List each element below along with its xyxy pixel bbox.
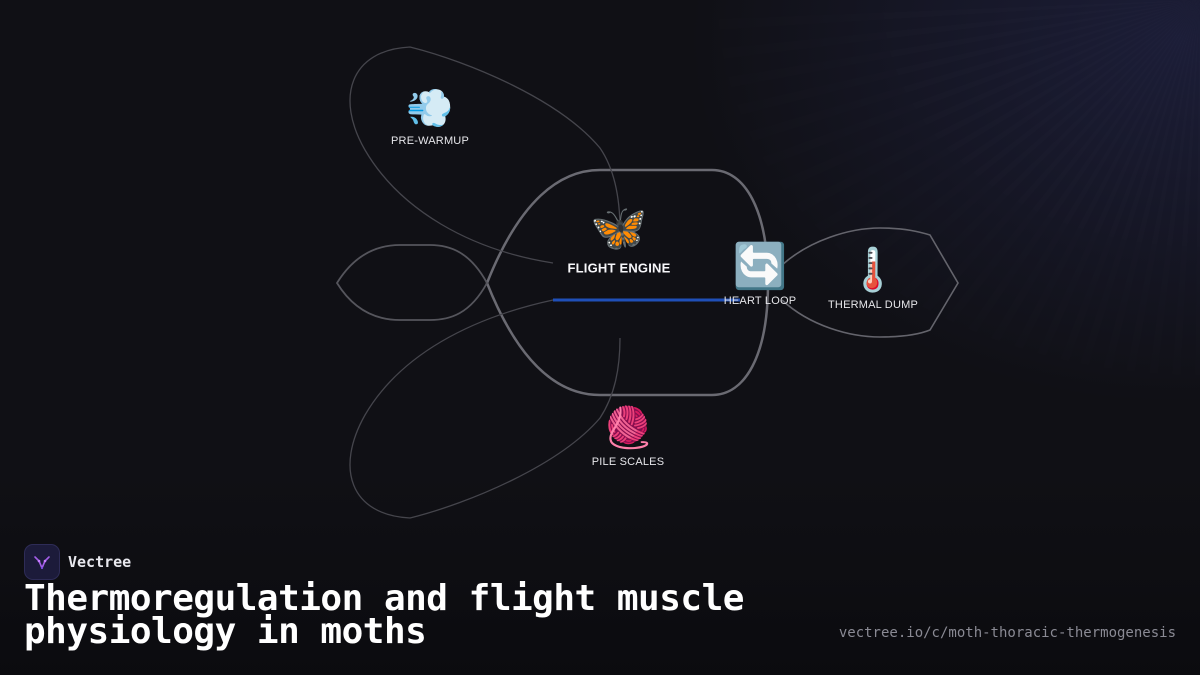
- yarn-ball-icon: 🧶: [603, 405, 653, 451]
- wind-icon: 💨: [406, 86, 454, 130]
- node-label: HEART LOOP: [723, 295, 797, 307]
- node-label: PILE SCALES: [591, 456, 665, 468]
- center-label: FLIGHT ENGINE: [567, 260, 671, 276]
- left-lobe-outline: [335, 244, 489, 321]
- thermometer-icon: 🌡️: [846, 245, 900, 294]
- vectree-logo-icon: [24, 544, 60, 580]
- node-flight-engine[interactable]: 🦋 FLIGHT ENGINE: [568, 205, 671, 276]
- node-heart-loop[interactable]: 🔄 HEART LOOP: [723, 241, 797, 308]
- upper-wing-outline: [349, 46, 621, 264]
- node-pre-warmup[interactable]: 💨 PRE-WARMUP: [391, 89, 469, 147]
- cycle-arrows-icon: 🔄: [732, 241, 788, 292]
- butterfly-icon: 🦋: [590, 200, 648, 255]
- center-outline: [485, 168, 770, 397]
- page-title: Thermoregulation and flight muscle physi…: [24, 578, 744, 652]
- right-pod-outline: [781, 227, 959, 338]
- node-label: PRE-WARMUP: [391, 135, 469, 147]
- source-url[interactable]: vectree.io/c/moth-thoracic-thermogenesis: [838, 625, 1176, 641]
- node-label: THERMAL DUMP: [828, 299, 918, 311]
- lower-wing-outline: [349, 299, 621, 519]
- brand-name: Vectree: [68, 553, 132, 571]
- node-thermal-dump[interactable]: 🌡️ THERMAL DUMP: [828, 245, 918, 312]
- node-pile-scales[interactable]: 🧶 PILE SCALES: [592, 408, 665, 468]
- brand[interactable]: Vectree: [24, 544, 131, 580]
